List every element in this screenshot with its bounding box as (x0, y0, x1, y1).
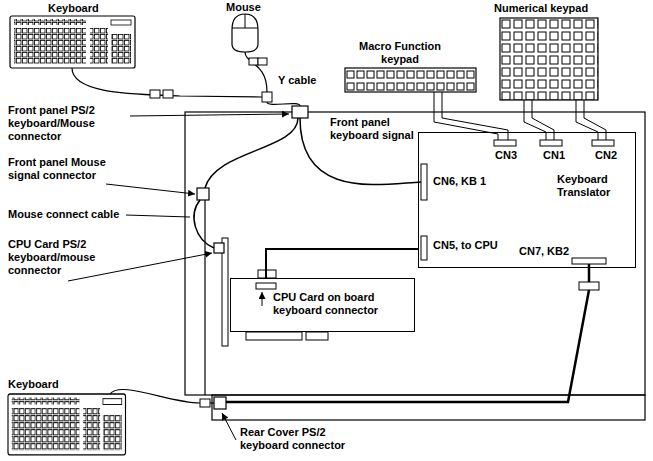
device-label: Keyboard (8, 378, 59, 391)
leader-arrow (130, 114, 289, 116)
cn-connector (572, 258, 606, 264)
ribbon-cable (524, 100, 554, 140)
rear-ps2-connector (214, 397, 226, 409)
mouse-drawing (232, 14, 258, 52)
connector-name: CN6, KB 1 (433, 175, 486, 188)
kb2-cable (588, 264, 591, 282)
cable-plug (150, 90, 160, 98)
mouse-cable (245, 52, 267, 92)
onboard-keyboard-connector (256, 283, 276, 289)
mouse-connect-cable (194, 200, 214, 248)
device-label: Mouse (226, 1, 261, 14)
keyboard-drawing (8, 394, 126, 455)
cn-connector (494, 140, 516, 146)
connector-name: CN3 (495, 149, 517, 162)
leader-arrow (222, 413, 236, 440)
card-edge-connector (306, 332, 328, 340)
device-label: Numerical keypad (494, 2, 588, 15)
cpu-ps2-connector (214, 243, 224, 253)
cn-connector (592, 140, 614, 146)
mouse-buttons (232, 14, 258, 28)
kb2-cable (226, 290, 589, 402)
keyboard-cable (72, 68, 262, 97)
front-ps2-connector (292, 106, 308, 118)
front-mouse-connector (197, 188, 209, 200)
cn-connector (540, 140, 562, 146)
macro-keypad-drawing (345, 68, 476, 92)
cable-plug (249, 58, 258, 65)
leader-arrow (262, 292, 263, 306)
connector-label: Rear Cover PS/2 keyboard connector (240, 426, 350, 452)
connector-label: CPU Card PS/2 keyboard/mouse connector (8, 238, 133, 277)
cable-label: Y cable (278, 74, 316, 87)
keyboard-cable (210, 402, 214, 403)
cable-plug (200, 399, 210, 407)
connector-label: Front panel Mouse signal connector (8, 156, 133, 182)
keyboard-drawing (10, 16, 135, 68)
connector-name: CN2 (595, 149, 617, 162)
connector-name: CN1 (543, 149, 565, 162)
cable-connector (266, 249, 418, 278)
cn-connector (421, 164, 427, 200)
card-edge-connector (246, 332, 302, 340)
front-mouse-signal-cable (205, 118, 298, 188)
chassis-outline (185, 112, 645, 395)
keyboard-cable (110, 389, 200, 403)
connector-label: Front panel PS/2 keyboard/Mouse connecto… (8, 104, 128, 143)
ribbon-cable (576, 100, 606, 140)
connector-name: CN5, to CPU (433, 239, 498, 252)
cn-connector (421, 236, 427, 260)
cable-plug (258, 58, 267, 65)
board-name: Keyboard Translator (557, 173, 629, 199)
keyboard-translator-board: CN3 CN1 CN2CN6, KB 1 Keyboard TranslatorCN5… (418, 132, 636, 268)
cpu-card: CPU Card on board keyboard connector (230, 278, 415, 332)
y-cable-junction (262, 92, 272, 102)
rear-cover (212, 395, 645, 420)
leader-line (126, 215, 190, 217)
device-label: Keyboard (48, 2, 99, 15)
connector-label: CPU Card on board keyboard connector (273, 291, 403, 317)
cable-plug (163, 90, 173, 98)
leader-arrow (106, 184, 195, 194)
device-label: Macro Function keypad (350, 40, 450, 66)
numerical-keypad-drawing (500, 18, 598, 100)
cable-plug (579, 282, 599, 290)
cable-label: Front panel keyboard signal (330, 116, 414, 142)
cable-label: Mouse connect cable (8, 208, 119, 221)
card-bracket (222, 238, 228, 346)
connector-name: CN7, KB2 (519, 245, 569, 258)
front-panel (204, 190, 205, 395)
